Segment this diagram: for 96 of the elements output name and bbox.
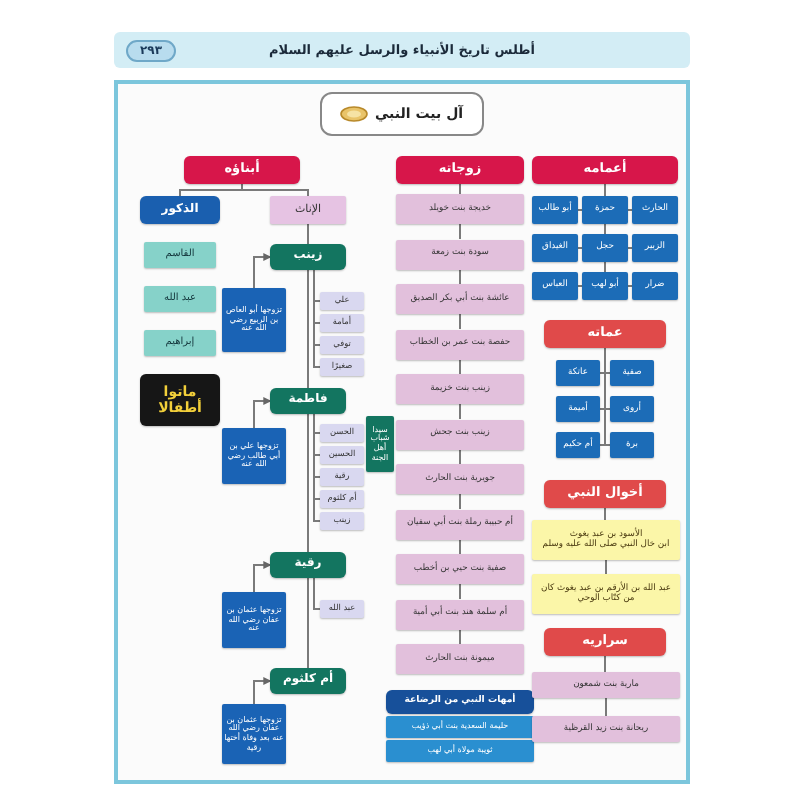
name-box	[632, 272, 678, 300]
name-box	[320, 292, 364, 310]
connector-line	[604, 183, 606, 197]
name-box	[144, 286, 216, 312]
connector-line	[604, 655, 606, 673]
daughter-box	[270, 552, 346, 578]
name-box	[556, 360, 600, 386]
connector-line	[459, 628, 461, 645]
connector-line	[307, 577, 309, 669]
name-box	[556, 396, 600, 422]
daughter-box	[270, 668, 346, 694]
name-box	[386, 716, 534, 738]
name-box	[320, 468, 364, 486]
note-box	[140, 374, 220, 426]
connector-line	[605, 697, 607, 717]
arrow	[253, 677, 272, 705]
arrow	[253, 253, 272, 289]
name-box	[320, 600, 364, 618]
name-box	[532, 196, 578, 224]
name-box	[532, 716, 680, 742]
name-box	[532, 234, 578, 262]
name-box	[386, 740, 534, 762]
name-box	[632, 234, 678, 262]
name-box	[320, 358, 364, 376]
name-box	[582, 196, 628, 224]
name-box	[396, 374, 524, 404]
connector-line	[313, 577, 321, 610]
connector-line	[459, 403, 461, 420]
name-box	[396, 284, 524, 314]
connector-line	[459, 313, 461, 330]
connector-line	[313, 269, 321, 368]
group-heading	[386, 690, 534, 714]
name-box	[320, 490, 364, 508]
name-box	[396, 329, 524, 359]
arrow	[253, 397, 272, 429]
name-box	[610, 396, 654, 422]
group-heading	[140, 196, 220, 224]
name-box	[396, 194, 524, 224]
note-box	[222, 592, 286, 648]
connector-line	[307, 269, 309, 389]
name-box	[532, 672, 680, 698]
note-box	[532, 520, 680, 560]
name-box	[532, 272, 578, 300]
connector-line	[459, 493, 461, 510]
name-box	[396, 509, 524, 539]
connector-line	[459, 358, 461, 375]
note-box	[222, 288, 286, 352]
name-box	[320, 336, 364, 354]
note-box	[222, 704, 286, 764]
connector-line	[604, 507, 606, 521]
connector-line	[459, 538, 461, 555]
name-box	[610, 360, 654, 386]
connector-line	[459, 223, 461, 240]
section-heading	[184, 156, 300, 184]
name-box	[320, 314, 364, 332]
connector-line	[459, 583, 461, 600]
connector-line	[307, 413, 309, 553]
daughter-box	[270, 244, 346, 270]
name-box	[144, 242, 216, 268]
name-box	[144, 330, 216, 356]
connector-line	[604, 223, 606, 235]
name-box	[320, 512, 364, 530]
note-box	[366, 416, 394, 472]
connector-line	[179, 183, 243, 197]
name-box	[632, 196, 678, 224]
section-heading	[544, 480, 666, 508]
daughter-box	[270, 388, 346, 414]
section-heading	[544, 628, 666, 656]
section-heading	[544, 320, 666, 348]
name-box	[396, 464, 524, 494]
name-box	[556, 432, 600, 458]
connector-line	[459, 183, 461, 195]
name-box	[396, 554, 524, 584]
connector-line	[459, 448, 461, 465]
name-box	[396, 644, 524, 674]
connector-line	[599, 347, 606, 446]
connector-line	[605, 559, 607, 575]
connector-line	[307, 223, 309, 245]
name-box	[320, 446, 364, 464]
group-heading	[270, 196, 346, 224]
note-box	[532, 574, 680, 614]
name-box	[582, 234, 628, 262]
section-heading	[396, 156, 524, 184]
connector-line	[241, 183, 309, 197]
connector-line	[313, 413, 321, 522]
connector-line	[459, 268, 461, 285]
name-box	[396, 239, 524, 269]
connector-line	[604, 261, 606, 273]
note-box	[222, 428, 286, 484]
name-box	[320, 424, 364, 442]
name-box	[396, 599, 524, 629]
arrow	[253, 561, 272, 593]
name-box	[582, 272, 628, 300]
section-heading	[532, 156, 678, 184]
name-box	[610, 432, 654, 458]
name-box	[396, 419, 524, 449]
